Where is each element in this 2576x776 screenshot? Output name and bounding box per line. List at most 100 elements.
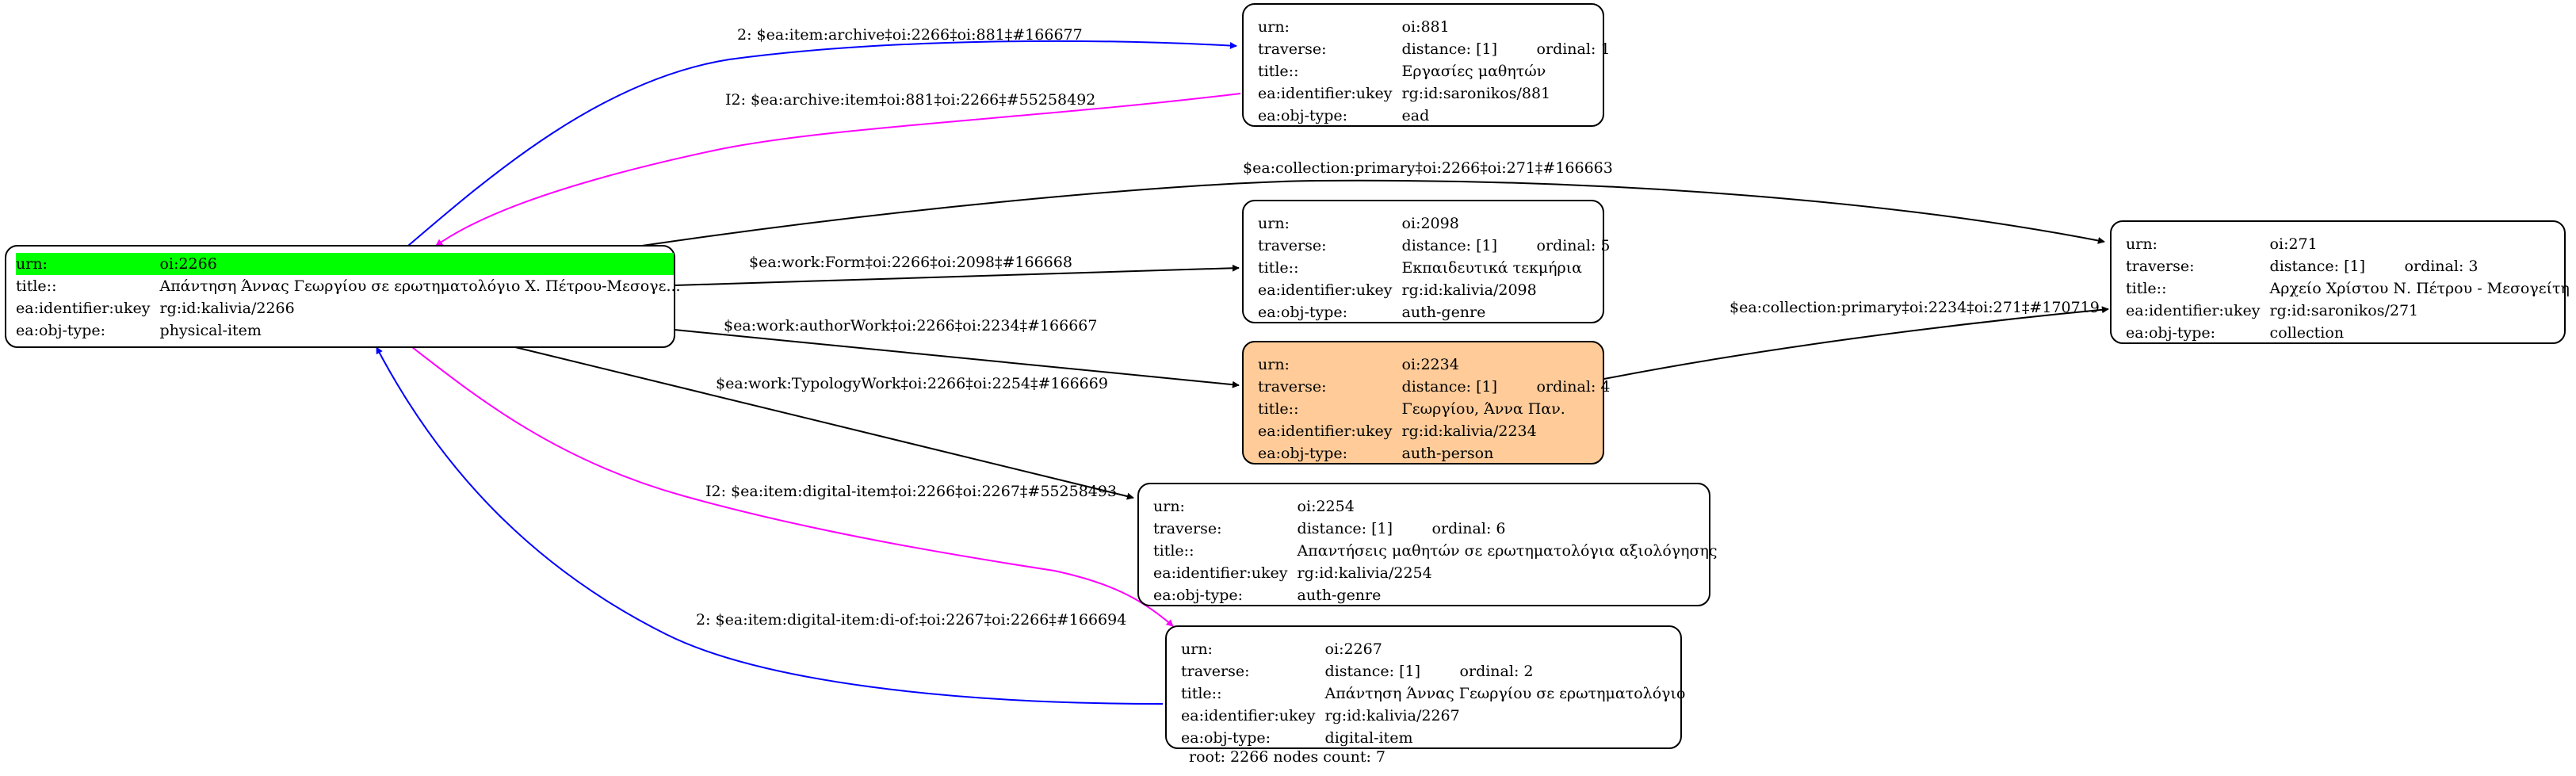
obj-type-key: ea:obj-type:: [16, 322, 106, 339]
edge-typology-work: [514, 346, 1134, 500]
edge-label-typology-work: $ea:work:TypologyWork‡oi:2266‡oi:2254‡#1…: [716, 375, 1108, 392]
edge-label-archive: 2: $ea:item:archive‡oi:2266‡oi:881‡#1666…: [737, 26, 1083, 44]
ukey-key: ea:identifier:ukey: [1258, 281, 1393, 299]
title-value: Απάντηση Άννας Γεωργίου σε ερωτηματολόγι…: [159, 277, 681, 295]
title-key: title::: [16, 277, 57, 295]
ukey-key: ea:identifier:ukey: [1181, 707, 1316, 724]
urn-key: urn:: [16, 253, 160, 275]
traverse-value: distance: [1] ordinal: 2: [1325, 660, 1692, 682]
graph-footer: root: 2266 nodes count: 7: [1189, 748, 1386, 766]
traverse-distance: distance: [1]: [1401, 237, 1497, 254]
node-2254[interactable]: urn: oi:2254 traverse: distance: [1] ordina…: [1137, 483, 1718, 606]
traverse-key: traverse:: [1258, 40, 1327, 58]
title-key: title::: [2126, 280, 2167, 297]
node-2267[interactable]: urn: oi:2267 traverse: distance: [1] ordina…: [1165, 625, 1685, 749]
ukey-value: rg:id:kalivia/2234: [1401, 422, 1537, 440]
traverse-ordinal: ordinal: 3: [2404, 258, 2479, 275]
traverse-distance: distance: [1]: [1401, 40, 1497, 58]
ukey-value: rg:id:kalivia/2098: [1401, 281, 1537, 299]
title-key: title::: [1153, 542, 1194, 560]
ukey-value: rg:id:saronikos/271: [2269, 302, 2419, 319]
ukey-value: rg:id:kalivia/2266: [159, 300, 295, 317]
traverse-value: distance: [1] ordinal: 1: [1402, 38, 1617, 60]
urn-value: oi:271: [2269, 235, 2318, 253]
traverse-ordinal: ordinal: 5: [1536, 237, 1611, 254]
title-value: Εργασίες μαθητών: [1401, 63, 1546, 80]
edge-digital-item: [411, 346, 1174, 627]
traverse-ordinal: ordinal: 1: [1536, 40, 1611, 58]
traverse-ordinal: ordinal: 2: [1459, 663, 1534, 680]
urn-key: urn:: [1258, 356, 1290, 373]
obj-type-value: ead: [1401, 107, 1430, 124]
ukey-key: ea:identifier:ukey: [16, 300, 151, 317]
obj-type-key: ea:obj-type:: [1153, 587, 1244, 604]
node-root-2266[interactable]: urn:oi:2266 title::Απάντηση Άννας Γεωργί…: [5, 245, 681, 348]
urn-value: oi:2266: [159, 253, 674, 275]
obj-type-key: ea:obj-type:: [1258, 107, 1348, 124]
edge-label-digital-item: I2: $ea:item:digital-item‡oi:2266‡oi:226…: [705, 483, 1117, 500]
edge-label-archive-inverse: I2: $ea:archive:item‡oi:881‡oi:2266‡#552…: [725, 91, 1095, 109]
edge-archive-inverse: [435, 93, 1241, 247]
ukey-key: ea:identifier:ukey: [1258, 422, 1393, 440]
urn-key: urn:: [1181, 640, 1213, 658]
node-2234[interactable]: urn: oi:2234 traverse: distance: [1] ordina…: [1242, 341, 1610, 464]
ukey-key: ea:identifier:ukey: [1153, 564, 1288, 582]
edge-author-work: [674, 329, 1240, 388]
traverse-distance: distance: [1]: [2269, 258, 2365, 275]
obj-type-key: ea:obj-type:: [2126, 324, 2216, 342]
traverse-key: traverse:: [2126, 258, 2195, 275]
obj-type-value: auth-genre: [1401, 304, 1486, 321]
traverse-value: distance: [1] ordinal: 6: [1298, 518, 1724, 540]
edge-label-work-form: $ea:work:Form‡oi:2266‡oi:2098‡#166668: [749, 254, 1072, 271]
edge-label-collection-primary: $ea:collection:primary‡oi:2266‡oi:271‡#1…: [1243, 159, 1613, 177]
obj-type-value: auth-person: [1401, 445, 1494, 462]
title-key: title::: [1258, 63, 1299, 80]
urn-key: urn:: [2126, 235, 2157, 253]
traverse-value: distance: [1] ordinal: 4: [1402, 376, 1617, 398]
node-881[interactable]: urn: oi:881 traverse: distance: [1] ordinal…: [1242, 3, 1610, 127]
edge-label-digital-item-inverse: 2: $ea:item:digital-item:di-of:‡oi:2267‡…: [696, 611, 1126, 629]
edge-collection-primary-2234: [1603, 306, 2109, 380]
urn-value: oi:2234: [1401, 356, 1459, 373]
ukey-value: rg:id:kalivia/2267: [1324, 707, 1460, 724]
traverse-distance: distance: [1]: [1324, 663, 1420, 680]
title-key: title::: [1258, 259, 1299, 277]
title-value: Γεωργίου, Άννα Παν.: [1401, 400, 1565, 418]
title-key: title::: [1181, 685, 1222, 702]
title-key: title::: [1258, 400, 1299, 418]
traverse-distance: distance: [1]: [1401, 378, 1497, 396]
urn-key: urn:: [1258, 18, 1290, 36]
obj-type-value: physical-item: [159, 322, 262, 339]
traverse-ordinal: ordinal: 6: [1431, 520, 1506, 537]
obj-type-key: ea:obj-type:: [1258, 445, 1348, 462]
traverse-key: traverse:: [1181, 663, 1250, 680]
urn-value: oi:881: [1401, 18, 1450, 36]
obj-type-key: ea:obj-type:: [1258, 304, 1348, 321]
obj-type-value: auth-genre: [1297, 587, 1382, 604]
urn-key: urn:: [1153, 498, 1185, 515]
urn-value: oi:2254: [1297, 498, 1355, 515]
title-value: Εκπαιδευτικά τεκμήρια: [1401, 259, 1583, 277]
obj-type-key: ea:obj-type:: [1181, 729, 1271, 747]
traverse-ordinal: ordinal: 4: [1536, 378, 1611, 396]
ukey-key: ea:identifier:ukey: [1258, 85, 1393, 102]
node-271[interactable]: urn: oi:271 traverse: distance: [1] ordinal…: [2110, 220, 2570, 344]
traverse-distance: distance: [1]: [1297, 520, 1393, 537]
ukey-value: rg:id:saronikos/881: [1401, 85, 1551, 102]
node-2098[interactable]: urn:oi:2098 traverse:distance: [1]ordina…: [1242, 200, 1610, 323]
title-value: Απαντήσεις μαθητών σε ερωτηματολόγια αξι…: [1297, 542, 1718, 560]
edge-work-form: [674, 264, 1240, 286]
edge-archive: [407, 40, 1237, 247]
traverse-key: traverse:: [1258, 237, 1327, 254]
edge-label-author-work: $ea:work:authorWork‡oi:2266‡oi:2234‡#166…: [724, 317, 1097, 334]
traverse-value: distance: [1] ordinal: 3: [2270, 255, 2576, 277]
traverse-key: traverse:: [1153, 520, 1222, 537]
ukey-key: ea:identifier:ukey: [2126, 302, 2261, 319]
urn-value: oi:2267: [1324, 640, 1382, 658]
edge-digital-item-inverse: [376, 346, 1164, 705]
edge-label-collection-primary-2234: $ea:collection:primary‡oi:2234‡oi:271‡#1…: [1729, 299, 2100, 316]
traverse-key: traverse:: [1258, 378, 1327, 396]
ukey-value: rg:id:kalivia/2254: [1297, 564, 1432, 582]
urn-key: urn:: [1258, 215, 1290, 232]
